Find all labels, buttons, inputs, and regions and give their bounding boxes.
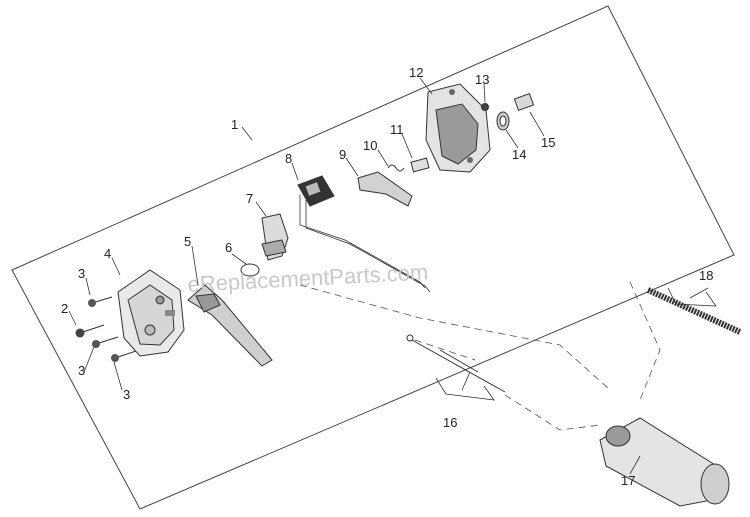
screw-part-2 <box>75 324 105 338</box>
cable-part-16 <box>406 334 506 393</box>
throttle-trigger-part-5 <box>187 284 273 367</box>
callout-5: 5 <box>184 234 191 249</box>
callout-6: 6 <box>225 240 232 255</box>
callout-1: 1 <box>231 117 238 132</box>
dashed-reference-lines <box>299 281 661 431</box>
ring-part-6 <box>240 263 260 277</box>
callout-leaders <box>68 77 717 475</box>
callout-15: 15 <box>541 135 555 150</box>
callout-17: 17 <box>621 473 635 488</box>
callout-14: 14 <box>512 147 526 162</box>
callout-11: 11 <box>390 122 404 137</box>
shaft-part-18 <box>646 287 742 335</box>
cover-part-12 <box>425 83 491 173</box>
spring-part-14 <box>496 111 510 131</box>
spring-part-10 <box>387 164 405 172</box>
bolt-part-15 <box>513 92 535 112</box>
screw-part-3-bottom <box>111 350 137 362</box>
callout-7: 7 <box>246 191 253 206</box>
callout-10: 10 <box>363 138 377 153</box>
callout-3-bottom: 3 <box>123 387 130 402</box>
callout-3-top: 3 <box>78 266 85 281</box>
screw-part-3-middle <box>92 336 119 348</box>
assembly-boundary <box>11 5 735 510</box>
callout-2: 2 <box>61 301 68 316</box>
screw-part-3-top <box>88 296 113 307</box>
grip-part-17 <box>599 417 730 507</box>
switch-part-8 <box>297 175 431 293</box>
bracket-part-7 <box>261 213 289 261</box>
housing-part-4 <box>117 269 185 357</box>
callout-4: 4 <box>104 246 111 261</box>
pin-part-11 <box>410 157 430 173</box>
callout-16: 16 <box>443 415 457 430</box>
callout-8: 8 <box>285 151 292 166</box>
lever-part-9 <box>357 171 413 207</box>
washer-part-13 <box>481 103 489 111</box>
watermark: eReplacementParts.com <box>187 259 429 297</box>
callout-9: 9 <box>339 147 346 162</box>
callout-12: 12 <box>409 65 423 80</box>
callout-labels: 1 2 3 3 3 4 5 6 7 8 9 10 11 12 13 14 15 … <box>61 65 713 488</box>
callout-13: 13 <box>475 72 489 87</box>
callout-3-middle: 3 <box>78 363 85 378</box>
callout-18: 18 <box>699 268 713 283</box>
